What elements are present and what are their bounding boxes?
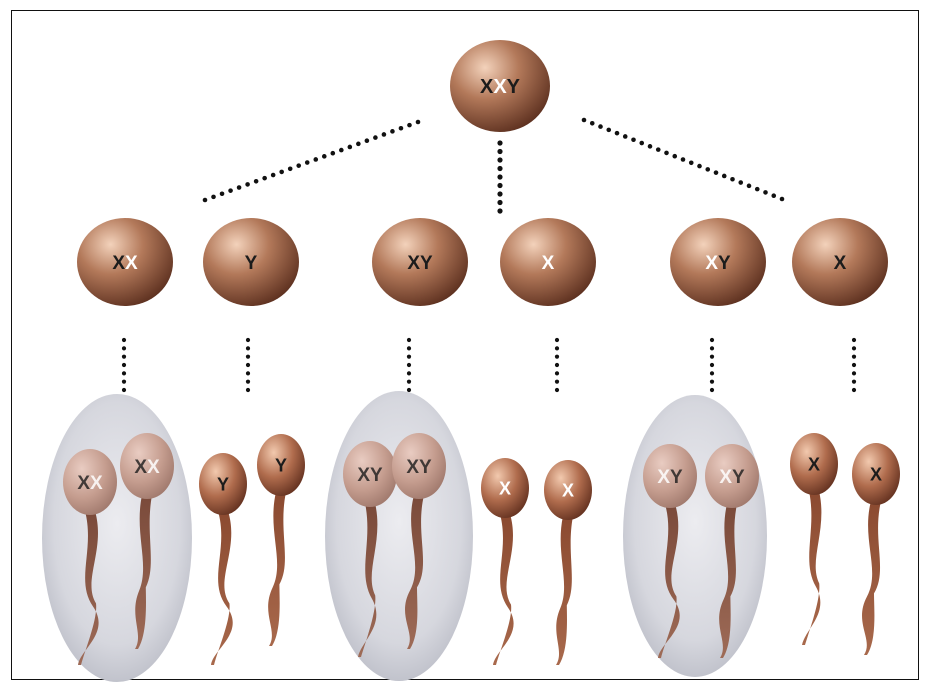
sperm-11: X: [790, 433, 838, 495]
parent-cell-label-letter-0: X: [480, 76, 494, 98]
parent-cell: XXY: [450, 40, 550, 132]
sperm-8-label-letter-0: X: [562, 480, 574, 500]
secondary-cell-1-label-letter-0: X: [112, 253, 125, 274]
branch-left-dots: [203, 120, 421, 203]
sperm-7-tail: [493, 514, 514, 665]
secondary-cell-4: X: [500, 218, 596, 306]
sperm-6-label-letter-0: X: [406, 457, 419, 478]
sperm-2-label-letter-0: X: [134, 457, 147, 478]
sperm-8: X: [544, 460, 592, 520]
connector-dots-6: [852, 338, 856, 392]
connector-dots-4: [555, 338, 559, 392]
secondary-cell-5: XY: [670, 218, 766, 306]
sperm-3-label-letter-0: Y: [217, 474, 229, 494]
secondary-cell-2-label: Y: [245, 253, 258, 274]
branch-right-dots: [582, 118, 785, 202]
sperm-9-label-letter-1: Y: [670, 467, 683, 488]
parent-cell-label-letter-2: Y: [507, 76, 521, 98]
sperm-5-label-letter-1: Y: [370, 465, 383, 486]
secondary-cell-3: XY: [372, 218, 468, 306]
sperm-6-label: XY: [406, 457, 432, 478]
sperm-3-label: Y: [217, 474, 229, 494]
sperm-4-label-letter-0: Y: [275, 455, 287, 475]
sperm-9-label: XY: [657, 467, 683, 488]
secondary-cell-1-label-letter-1: X: [125, 253, 138, 274]
sperm-3: Y: [199, 453, 247, 515]
secondary-cell-5-label-letter-1: Y: [718, 253, 731, 274]
secondary-cell-2: Y: [203, 218, 299, 306]
secondary-cell-1: XX: [77, 218, 173, 306]
sperm-9-label-letter-0: X: [657, 467, 670, 488]
secondary-cell-5-label-letter-0: X: [705, 253, 718, 274]
sperm-1-label: XX: [77, 473, 103, 494]
secondary-cell-5-label: XY: [705, 253, 731, 274]
sperm-12-tail: [862, 501, 881, 655]
sperm-2-label: XX: [134, 457, 160, 478]
sperm-2-label-letter-1: X: [147, 457, 160, 478]
sperm-2: XX: [120, 433, 174, 499]
sperm-5: XY: [343, 441, 397, 507]
sperm-11-label-letter-0: X: [808, 454, 820, 474]
sperm-8-label: X: [562, 480, 574, 500]
connector-dots-1: [122, 338, 126, 392]
sperm-1: XX: [63, 449, 117, 515]
secondary-cell-4-label-letter-0: X: [542, 253, 555, 274]
sperm-4: Y: [257, 434, 305, 496]
sperm-10-label-letter-0: X: [719, 467, 732, 488]
connector-dots-2: [246, 338, 250, 392]
sperm-5-label: XY: [357, 465, 383, 486]
sperm-7-label-letter-0: X: [499, 478, 511, 498]
sperm-12-label: X: [870, 464, 882, 484]
secondary-cell-2-label-letter-0: Y: [245, 253, 258, 274]
sperm-10: XY: [705, 444, 759, 508]
secondary-cell-3-label-letter-0: X: [407, 253, 420, 274]
sperm-4-label: Y: [275, 455, 287, 475]
secondary-cell-6-label: X: [834, 253, 847, 274]
secondary-cell-6: X: [792, 218, 888, 306]
secondary-cell-3-label-letter-1: Y: [420, 253, 433, 274]
sperm-9: XY: [643, 444, 697, 508]
sperm-10-label: XY: [719, 467, 745, 488]
connector-dots-5: [710, 338, 714, 392]
sperm-1-label-letter-1: X: [90, 473, 103, 494]
sperm-6-label-letter-1: Y: [419, 457, 432, 478]
sperm-7-label: X: [499, 478, 511, 498]
sperm-8-tail: [556, 516, 573, 665]
sperm-3-tail: [211, 511, 233, 665]
sperm-10-label-letter-1: Y: [732, 467, 745, 488]
sperm-11-label: X: [808, 454, 820, 474]
sperm-7: X: [481, 458, 529, 518]
sperm-11-tail: [802, 491, 821, 645]
halo-2: [325, 391, 473, 681]
sperm-1-label-letter-0: X: [77, 473, 90, 494]
sperm-12-label-letter-0: X: [870, 464, 882, 484]
sperm-6: XY: [392, 433, 446, 499]
sperm-12: X: [852, 443, 900, 505]
sperm-4-tail: [268, 492, 286, 646]
parent-cell-label-letter-1: X: [493, 76, 507, 98]
parent-cell-label: XXY: [480, 76, 521, 98]
secondary-cell-3-label: XY: [407, 253, 433, 274]
sperm-5-label-letter-0: X: [357, 465, 370, 486]
branch-center-dots: [497, 140, 502, 213]
secondary-cell-6-label-letter-0: X: [834, 253, 847, 274]
halo-1: [42, 394, 192, 682]
halo-3: [623, 395, 767, 677]
connector-dots-3: [407, 338, 411, 392]
secondary-cell-4-label: X: [542, 253, 555, 274]
secondary-cell-1-label: XX: [112, 253, 138, 274]
